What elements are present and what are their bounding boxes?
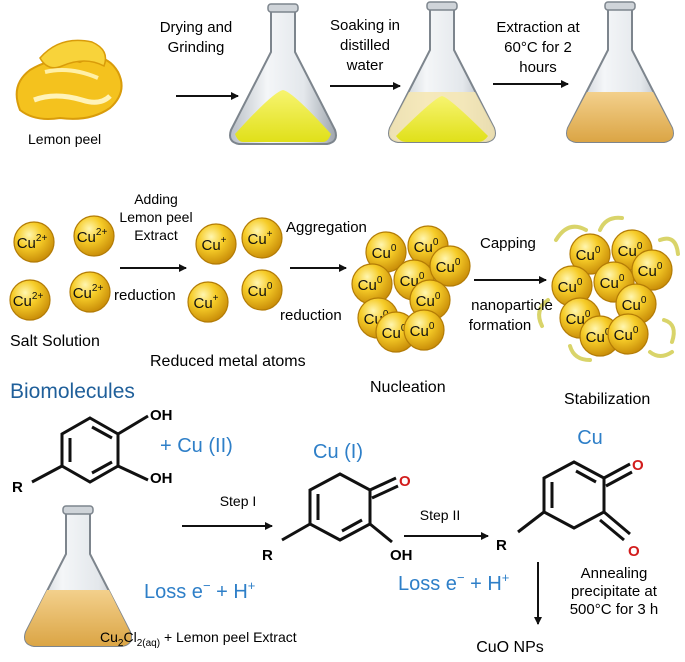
biomolecules-title: Biomolecules [10,380,135,403]
lemon-peel-image [17,40,122,119]
semiquinone-structure [282,474,398,542]
copper-sphere: Cu2+ [10,280,50,320]
oh-label-2: OH [150,470,173,487]
drying-label-line2: Grinding [168,39,225,56]
copper-sphere: Cu0 [430,246,470,286]
capping-strand [660,239,678,254]
plus-cu2-label: + Cu (II) [160,435,233,457]
soaking-label-line3: water [346,57,384,74]
copper-sphere: Cu+ [196,224,236,264]
copper-sphere: Cu2+ [70,272,110,312]
capping-strand [600,218,622,230]
flask-powder [230,4,336,144]
nanoparticle-label-line2: formation [469,317,532,334]
capping-label: Capping [480,235,536,252]
annealing-label-line2: precipitate at [571,583,658,600]
stabilization-label: Stabilization [564,391,650,408]
cu1-label: Cu (I) [313,441,363,463]
reduction-label-2: reduction [280,307,342,324]
reduced-atoms-label: Reduced metal atoms [150,353,306,370]
flask-extract [567,2,673,142]
copper-sphere: Cu2+ [14,222,54,262]
r-label-2: R [262,547,273,564]
loss-label-2: Loss e− + H+ [398,570,509,595]
adding-label-line3: Extract [134,227,178,243]
loss-label-1: Loss e− + H+ [144,578,255,603]
step2-label: Step II [420,507,460,523]
oxygen-label-1: O [399,473,411,490]
copper-sphere: Cu2+ [74,216,114,256]
r-label-3: R [496,537,507,554]
copper-sphere: Cu0 [404,310,444,350]
extraction-label-line3: hours [519,59,557,76]
capping-strand [650,352,672,356]
annealing-label-line1: Annealing [581,565,648,582]
nucleation-label: Nucleation [370,379,446,396]
nanoparticle-label-line1: nanoparticle [471,297,553,314]
cuo-nps-label: CuO NPs [476,639,544,656]
reduction-label-1: reduction [114,287,176,304]
soaking-label-line2: distilled [340,37,390,54]
copper-sphere: Cu0 [242,270,282,310]
adding-label-line1: Adding [134,191,178,207]
cu-label: Cu [577,427,603,449]
copper-sphere: Cu+ [242,218,282,258]
lemon-peel-label: Lemon peel [28,131,101,147]
soaking-label-line1: Soaking in [330,17,400,34]
oxygen-label-2: O [632,457,644,474]
quinone-structure [518,462,632,540]
extraction-label-line1: Extraction at [496,19,580,36]
flask-cucl2 [25,506,131,646]
aggregation-label: Aggregation [286,219,367,236]
oh-label-1: OH [150,407,173,424]
capping-strand [664,320,674,342]
cucl2-label: Cu2Cl2(aq) + Lemon peel Extract [100,629,297,649]
drying-label-line1: Drying and [160,19,233,36]
flask-soaking [389,2,495,142]
copper-sphere: Cu0 [352,264,392,304]
copper-sphere: Cu0 [608,314,648,354]
adding-label-line2: Lemon peel [119,209,192,225]
extraction-label-line2: 60°C for 2 [504,39,572,56]
salt-solution-label: Salt Solution [10,333,100,350]
step1-label: Step I [220,493,257,509]
copper-sphere: Cu+ [188,282,228,322]
oxygen-label-3: O [628,543,640,560]
catechol-structure [32,416,148,482]
oh-label-3: OH [390,547,413,564]
annealing-label-line3: 500°C for 3 h [570,601,659,618]
r-label-1: R [12,479,23,496]
